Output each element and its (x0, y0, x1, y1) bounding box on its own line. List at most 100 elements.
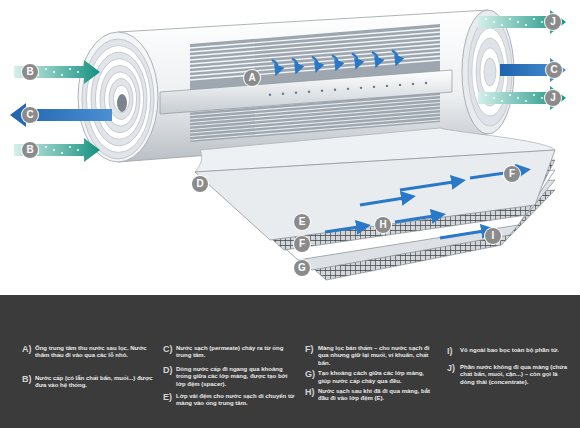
callout-letter: B (26, 144, 33, 155)
tube-hole (399, 84, 401, 86)
callout-circle: B (22, 142, 38, 158)
callout-letter: B (26, 66, 33, 77)
particle-dot (525, 24, 527, 26)
tube-hole (373, 86, 375, 88)
legend-description: Lớp vải đệm cho nước sạch di chuyển từ m… (176, 393, 296, 408)
wound-layer (190, 32, 440, 52)
legend-description: Phần nước không đi qua màng (chứa chất b… (460, 364, 572, 386)
callout-key: J) (447, 363, 455, 373)
particle-dot (493, 21, 495, 23)
wound-layer (190, 56, 440, 76)
wound-layer (100, 65, 140, 132)
callout-circle: E (294, 214, 310, 230)
callout-letter: J (550, 92, 556, 103)
particle-dot (45, 146, 47, 148)
legend-description: Dòng nước cấp đi ngang qua khoảng trống … (176, 366, 296, 388)
callout-circle: C (546, 62, 562, 78)
callout-key: C) (163, 344, 173, 354)
callout-circle: D (192, 176, 208, 192)
legend-description: Nước sạch (permeate) chảy ra từ ống trun… (176, 345, 296, 360)
callout-circle: G (294, 260, 310, 276)
callout-letter: D (196, 178, 203, 189)
particle-dot (61, 74, 63, 76)
callout-circle: F (504, 166, 520, 182)
tube-hole (360, 87, 362, 89)
callout-circle: H (375, 217, 391, 233)
tube-hole (321, 90, 323, 92)
flow-arrow (360, 197, 410, 205)
tube-hole (308, 91, 310, 93)
feed-arrow (14, 60, 100, 84)
wound-layer (190, 52, 440, 72)
flow-arrow (372, 52, 378, 64)
particle-dot (509, 94, 511, 96)
wound-layer (91, 52, 147, 146)
particle-dot (77, 71, 79, 73)
concentrate-arrow (478, 86, 566, 110)
particle-dot (517, 21, 519, 23)
callout-letter: J (550, 16, 556, 27)
wound-layer (96, 59, 144, 139)
particle-dot (533, 94, 535, 96)
callout-key: G) (305, 369, 315, 379)
particle-dot (517, 97, 519, 99)
particle-dot (525, 100, 527, 102)
wound-layer (109, 79, 133, 120)
callout-letter: C (550, 64, 557, 75)
particle-dot (541, 97, 543, 99)
callout-letter: E (299, 216, 306, 227)
callout-key: D) (163, 365, 173, 375)
particle-dot (541, 21, 543, 23)
flow-arrow (440, 230, 490, 238)
flow-arrow (292, 58, 298, 70)
legend-description: Nước cấp (có lẫn chất bẩn, muối...) được… (35, 375, 155, 390)
particle-dot (501, 100, 503, 102)
legend-description: Nước sạch sau khi đã đi qua màng, bắt đầ… (318, 388, 438, 403)
callout-key: A) (22, 344, 32, 354)
particle-dot (533, 18, 535, 20)
flow-arrow (272, 60, 278, 72)
wound-layer (190, 36, 440, 56)
flow-arrow (325, 226, 365, 232)
permeate-arrow (10, 103, 112, 127)
callout-letter: H (379, 219, 386, 230)
wound-layer (190, 28, 440, 48)
wound-layer (190, 44, 440, 64)
legend-description: Tạo khoảng cách giữa các lớp màng, giúp … (318, 370, 438, 385)
callout-letter: C (26, 109, 33, 120)
flow-arrow (392, 50, 398, 62)
legend-panel (0, 295, 580, 428)
flow-arrow (395, 215, 440, 222)
particle-dot (485, 18, 487, 20)
callout-key: I) (447, 346, 453, 356)
wound-layer (484, 58, 496, 86)
particle-dot (509, 18, 511, 20)
particle-dot (501, 24, 503, 26)
particle-dot (69, 68, 71, 70)
particle-dot (485, 94, 487, 96)
tube-hole (295, 92, 297, 94)
concentrate-arrow (478, 10, 566, 34)
callout-key: F) (305, 344, 314, 354)
callout-circle: F (294, 236, 310, 252)
flow-arrow (332, 55, 338, 67)
legend-description: Ống trung tâm thu nước sau lọc. Nước thẩ… (35, 345, 155, 360)
flow-arrow (400, 181, 460, 190)
callout-circle: B (22, 64, 38, 80)
callout-key: E) (163, 392, 172, 402)
particle-dot (493, 97, 495, 99)
particle-dot (77, 149, 79, 151)
wound-layer (82, 39, 154, 159)
feed-arrow (14, 138, 100, 162)
central-tube (160, 70, 452, 114)
callout-circle: J (545, 14, 561, 30)
callout-circle: C (22, 107, 38, 123)
particle-dot (45, 68, 47, 70)
tube-hole (412, 83, 414, 85)
wound-layer (114, 85, 130, 113)
permeate-arrow (500, 58, 566, 82)
tube-hole (347, 88, 349, 90)
callout-circle: J (545, 90, 561, 106)
